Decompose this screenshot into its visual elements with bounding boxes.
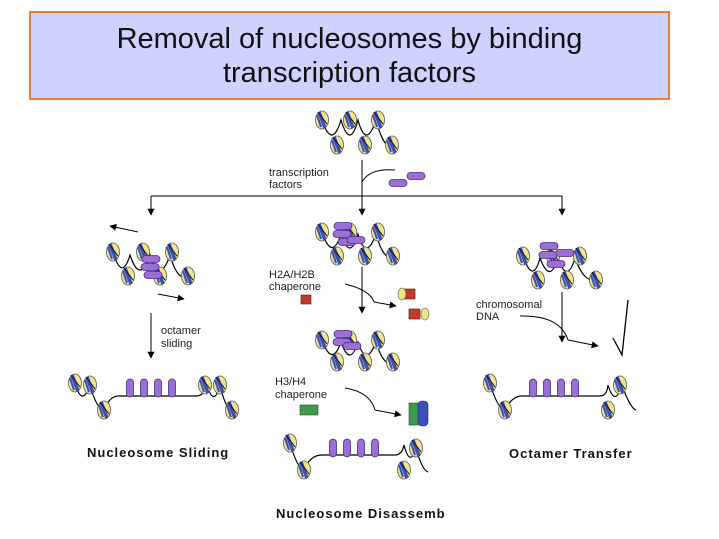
h2a-label-2: chaperone <box>269 281 321 293</box>
title-line-2: transcription factors <box>222 56 477 89</box>
tf-label-2: factors <box>269 179 303 191</box>
left-bound-chromatin <box>104 223 197 359</box>
h3-h4-chaperone-graphic <box>299 387 429 427</box>
h2a-h2b-chaperone-graphic <box>300 283 430 321</box>
chromo-label-1: chromosomal <box>476 299 543 311</box>
chromosomal-dna-graphic <box>519 299 629 358</box>
center-lower-chromatin <box>313 329 402 373</box>
left-sliding-result <box>66 372 241 421</box>
title-line-1: Removal of nucleosomes by binding <box>116 22 583 55</box>
tf-label-1: transcription <box>269 167 329 179</box>
top-chromatin <box>313 109 401 156</box>
right-transfer-result <box>481 372 637 421</box>
caption-octamer-transfer: Octamer Transfer <box>509 446 633 461</box>
octamer-label-2: sliding <box>161 338 193 350</box>
free-transcription-factors <box>361 169 426 187</box>
center-disassembly-result <box>281 432 429 481</box>
octamer-label-1: octamer <box>161 325 201 337</box>
chromo-label-2: DNA <box>476 311 500 323</box>
right-bound-chromatin <box>514 242 605 343</box>
h3-label-1: H3/H4 <box>275 376 307 388</box>
branch-arrows <box>147 160 566 216</box>
caption-nucleosome-sliding: Nucleosome Sliding <box>87 445 230 460</box>
caption-nucleosome-disassembly: Nucleosome Disassemb <box>276 506 446 521</box>
title-box: Removal of nucleosomes by binding transc… <box>29 11 670 100</box>
center-bound-chromatin <box>313 221 402 314</box>
h2a-label-1: H2A/H2B <box>269 269 315 281</box>
h3-label-2: chaperone <box>275 389 327 401</box>
